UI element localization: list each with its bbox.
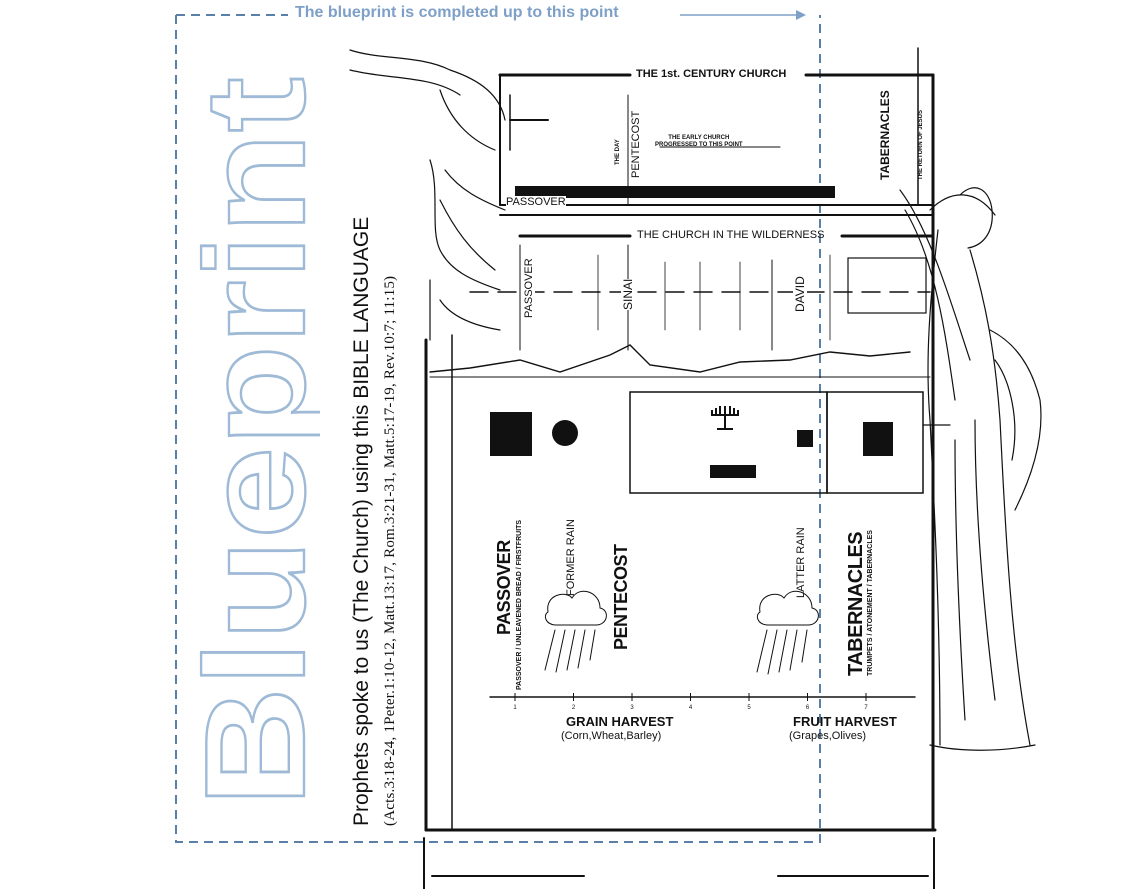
prophet-figure [349,49,506,341]
horizon-line [429,344,911,373]
month-label: 6 [806,705,810,711]
banner-arrow [680,10,806,20]
bread-symbol [552,420,578,446]
former-rain-label: FORMER RAIN [565,519,577,596]
fruit-harvest-label: FRUIT HARVEST [793,714,897,729]
first-century-title: THE 1st. CENTURY CHURCH [636,68,787,80]
early-church-note-line2: PROGRESSED TO THIS POINT [655,142,743,148]
banner-text: The blueprint is completed up to this po… [295,4,619,21]
month-label: 1 [513,705,517,711]
month-label: 5 [747,705,751,711]
feast-passover-title: PASSOVER [494,540,514,635]
feast-pentecost-title: PENTECOST [611,544,631,650]
feast-passover-subtitle: PASSOVER / UNLEAVENED BREAD / FIRSTFRUIT… [516,519,523,690]
blueprint-word: Blueprint [190,77,320,807]
month-label: 4 [689,705,693,711]
early-church-note: THE EARLY CHURCH PROGRESSED TO THIS POIN… [655,135,743,149]
passover-symbol [490,412,532,456]
chart-frame [424,73,937,832]
month-label: 2 [572,705,576,711]
latter-rain-label: LATTER RAIN [795,527,807,598]
wilderness-band [469,234,935,351]
wilderness-title: THE CHURCH IN THE WILDERNESS [637,229,825,241]
tabernacles-top-label: TABERNACLES [878,90,892,180]
first-century-band [498,47,935,216]
former-rain-cloud [544,590,607,673]
bottom-arrow [423,837,935,889]
prophets-statement: Prophets spoke to us (The Church) using … [350,216,373,826]
grain-harvest-subtitle: (Corn,Wheat,Barley) [561,730,662,742]
scripture-references: (Acts.3:18-24, 1Peter.1:10-12, Matt.13:1… [382,275,398,826]
dashed-boundary [175,14,821,843]
month-label: 3 [630,705,634,711]
return-of-jesus-label: THE RETURN OF JESUS [918,109,924,180]
showbread-table-symbol [710,465,756,478]
incense-altar-symbol [797,430,813,447]
passover-mid-label: PASSOVER [523,258,535,318]
bride-figure [899,187,1042,751]
sinai-label: SINAI [621,278,635,310]
ark-symbol [863,422,893,456]
day-of-pentecost-label-2: PENTECOST [630,110,642,178]
feast-tabernacles-subtitle: TRUMPETS / ATONEMENT / TABERNACLES [867,530,874,676]
latter-rain-cloud [756,590,819,675]
day-of-pentecost-label-1: THE DAY [615,139,621,165]
david-label: DAVID [793,276,807,312]
fruit-harvest-subtitle: (Grapes,Olives) [789,730,867,742]
month-ticks: 1 2 3 4 5 6 7 [513,693,868,711]
blueprint-outline-word: Blueprint [190,76,320,808]
early-church-note-line1: THE EARLY CHURCH [668,135,730,141]
feast-tabernacles-title: TABERNACLES [845,531,867,676]
grain-harvest-label: GRAIN HARVEST [566,714,674,729]
menorah-icon [711,406,739,430]
passover-top-label: PASSOVER [506,196,566,208]
feast-symbols [490,406,893,478]
temple-boxes [629,391,951,494]
month-label: 7 [864,705,868,711]
